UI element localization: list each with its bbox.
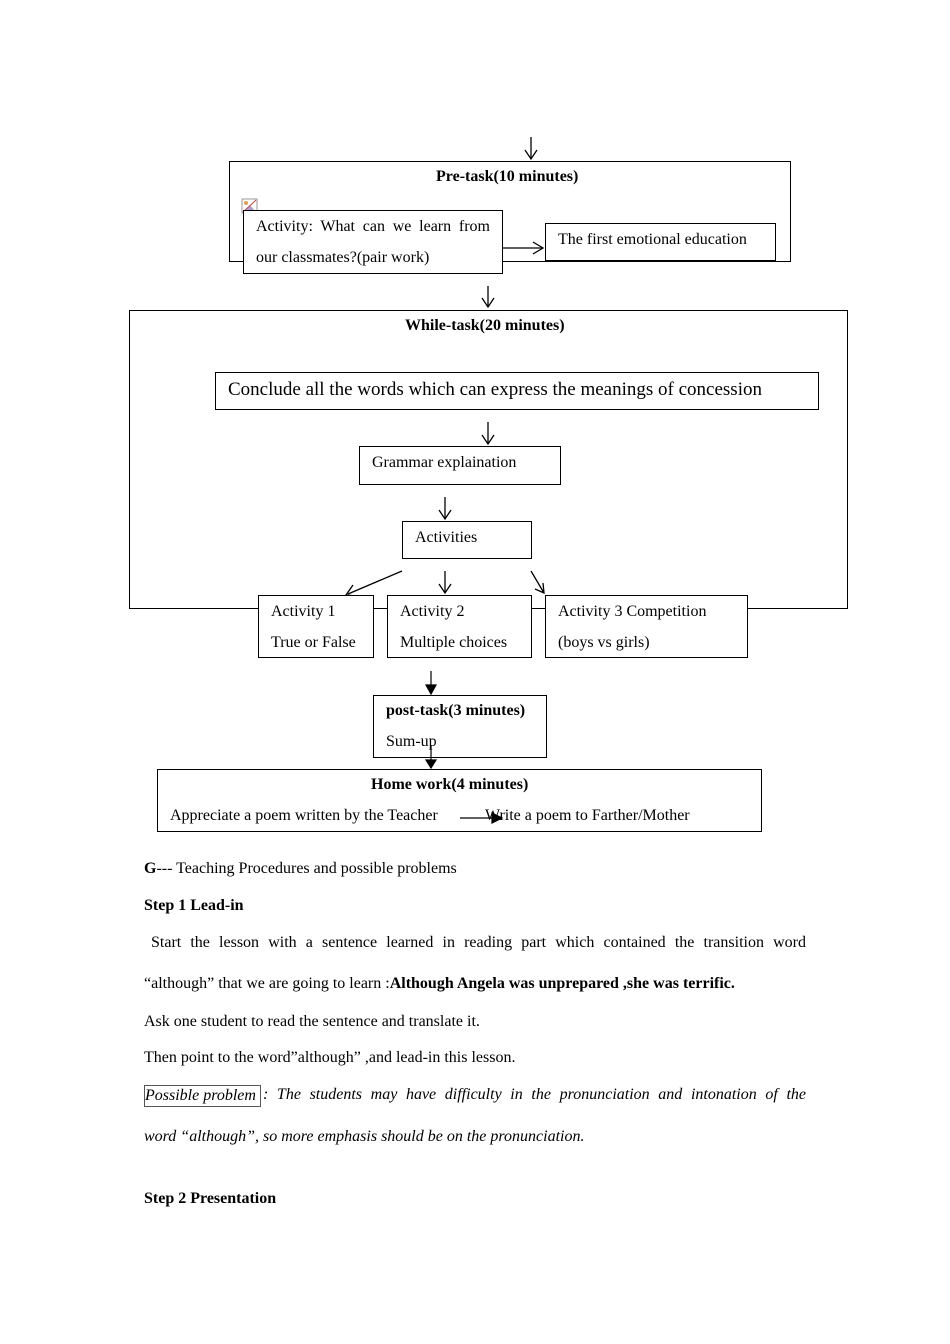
activity1-line2: True or False (271, 634, 356, 651)
example-sentence: Although Angela was unprepared ,she was … (389, 975, 735, 992)
arrow-activities-to-posttask-head (424, 684, 438, 696)
possible-problem-label: Possible problem (144, 1085, 261, 1107)
activity1-box (258, 595, 374, 658)
step1-title: Step 1 Lead-in (144, 897, 244, 914)
pretask-activity-line1: Activity: What can we learn from (256, 218, 490, 235)
arrow-pretask-to-whiletask-head (481, 297, 495, 309)
arrow-posttask-to-homework-head (424, 759, 438, 770)
grammar-text: Grammar explaination (372, 454, 517, 471)
activities-box (402, 521, 532, 559)
activity1-line1: Activity 1 (271, 603, 336, 620)
possible-problem-text: : The students may have difficulty in th… (262, 1086, 806, 1103)
step1-paragraph-line2: “although” that we are going to learn :A… (144, 974, 806, 994)
grammar-box (359, 446, 561, 485)
conclude-text: Conclude all the words which can express… (228, 379, 762, 400)
homework-box (157, 769, 762, 832)
homework-left: Appreciate a poem written by the Teacher (170, 807, 438, 824)
posttask-title: post-task(3 minutes) (386, 702, 526, 719)
pretask-activity-line2: our classmates?(pair work) (256, 249, 430, 266)
pretask-activity-box (243, 210, 503, 274)
activity2-box (387, 595, 532, 658)
arrow-grammar-to-activities-head (438, 509, 452, 521)
step1-paragraph3: Then point to the word”although” ,and le… (144, 1049, 516, 1066)
step1-paragraph-line1-text: Start the lesson with a sentence learned… (151, 934, 806, 951)
possible-problem-line1: Possible problem : The students may have… (144, 1085, 806, 1107)
posttask-box (373, 695, 547, 758)
arrow-to-activity3-head (534, 582, 545, 595)
pretask-box (229, 161, 791, 262)
pretask-result-text: The first emotional education (558, 231, 747, 248)
section-g-title: --- Teaching Procedures and possible pro… (156, 860, 457, 877)
activity2-line2: Multiple choices (400, 634, 508, 651)
step1-paragraph-line1: Start the lesson with a sentence learned… (151, 933, 806, 953)
arrow-to-activity3 (530, 570, 545, 594)
section-g-heading: G--- Teaching Procedures and possible pr… (144, 859, 806, 879)
activity3-box (545, 595, 748, 658)
step1-paragraph2: Ask one student to read the sentence and… (144, 1013, 480, 1030)
arrow-homework-left-to-right-head (491, 812, 504, 824)
section-g-letter: G (144, 860, 157, 877)
arrow-conclude-to-grammar-head (481, 434, 495, 446)
arrow-to-activity2-head (438, 583, 452, 595)
posttask-content: Sum-up (386, 733, 437, 750)
arrow-to-activity1 (347, 570, 403, 595)
pretask-title: Pre-task(10 minutes) (436, 168, 579, 185)
activity3-line1: Activity 3 Competition (558, 603, 707, 620)
conclude-box (215, 372, 819, 410)
activities-text: Activities (415, 529, 478, 546)
whiletask-title: While-task(20 minutes) (405, 317, 565, 334)
step2-title: Step 2 Presentation (144, 1190, 277, 1207)
pretask-result-box (545, 223, 776, 261)
step1-paragraph-line2-plain: “although” that we are going to learn : (144, 975, 390, 992)
arrow-into-pretask-head (524, 149, 538, 161)
possible-problem-line2: word “although”, so more emphasis should… (144, 1128, 585, 1145)
activity3-line2: (boys vs girls) (558, 634, 650, 651)
activity2-line1: Activity 2 (400, 603, 465, 620)
homework-right: Write a poem to Farther/Mother (485, 807, 690, 824)
arrow-activity-to-education-head (532, 241, 545, 255)
homework-title: Home work(4 minutes) (371, 776, 529, 793)
